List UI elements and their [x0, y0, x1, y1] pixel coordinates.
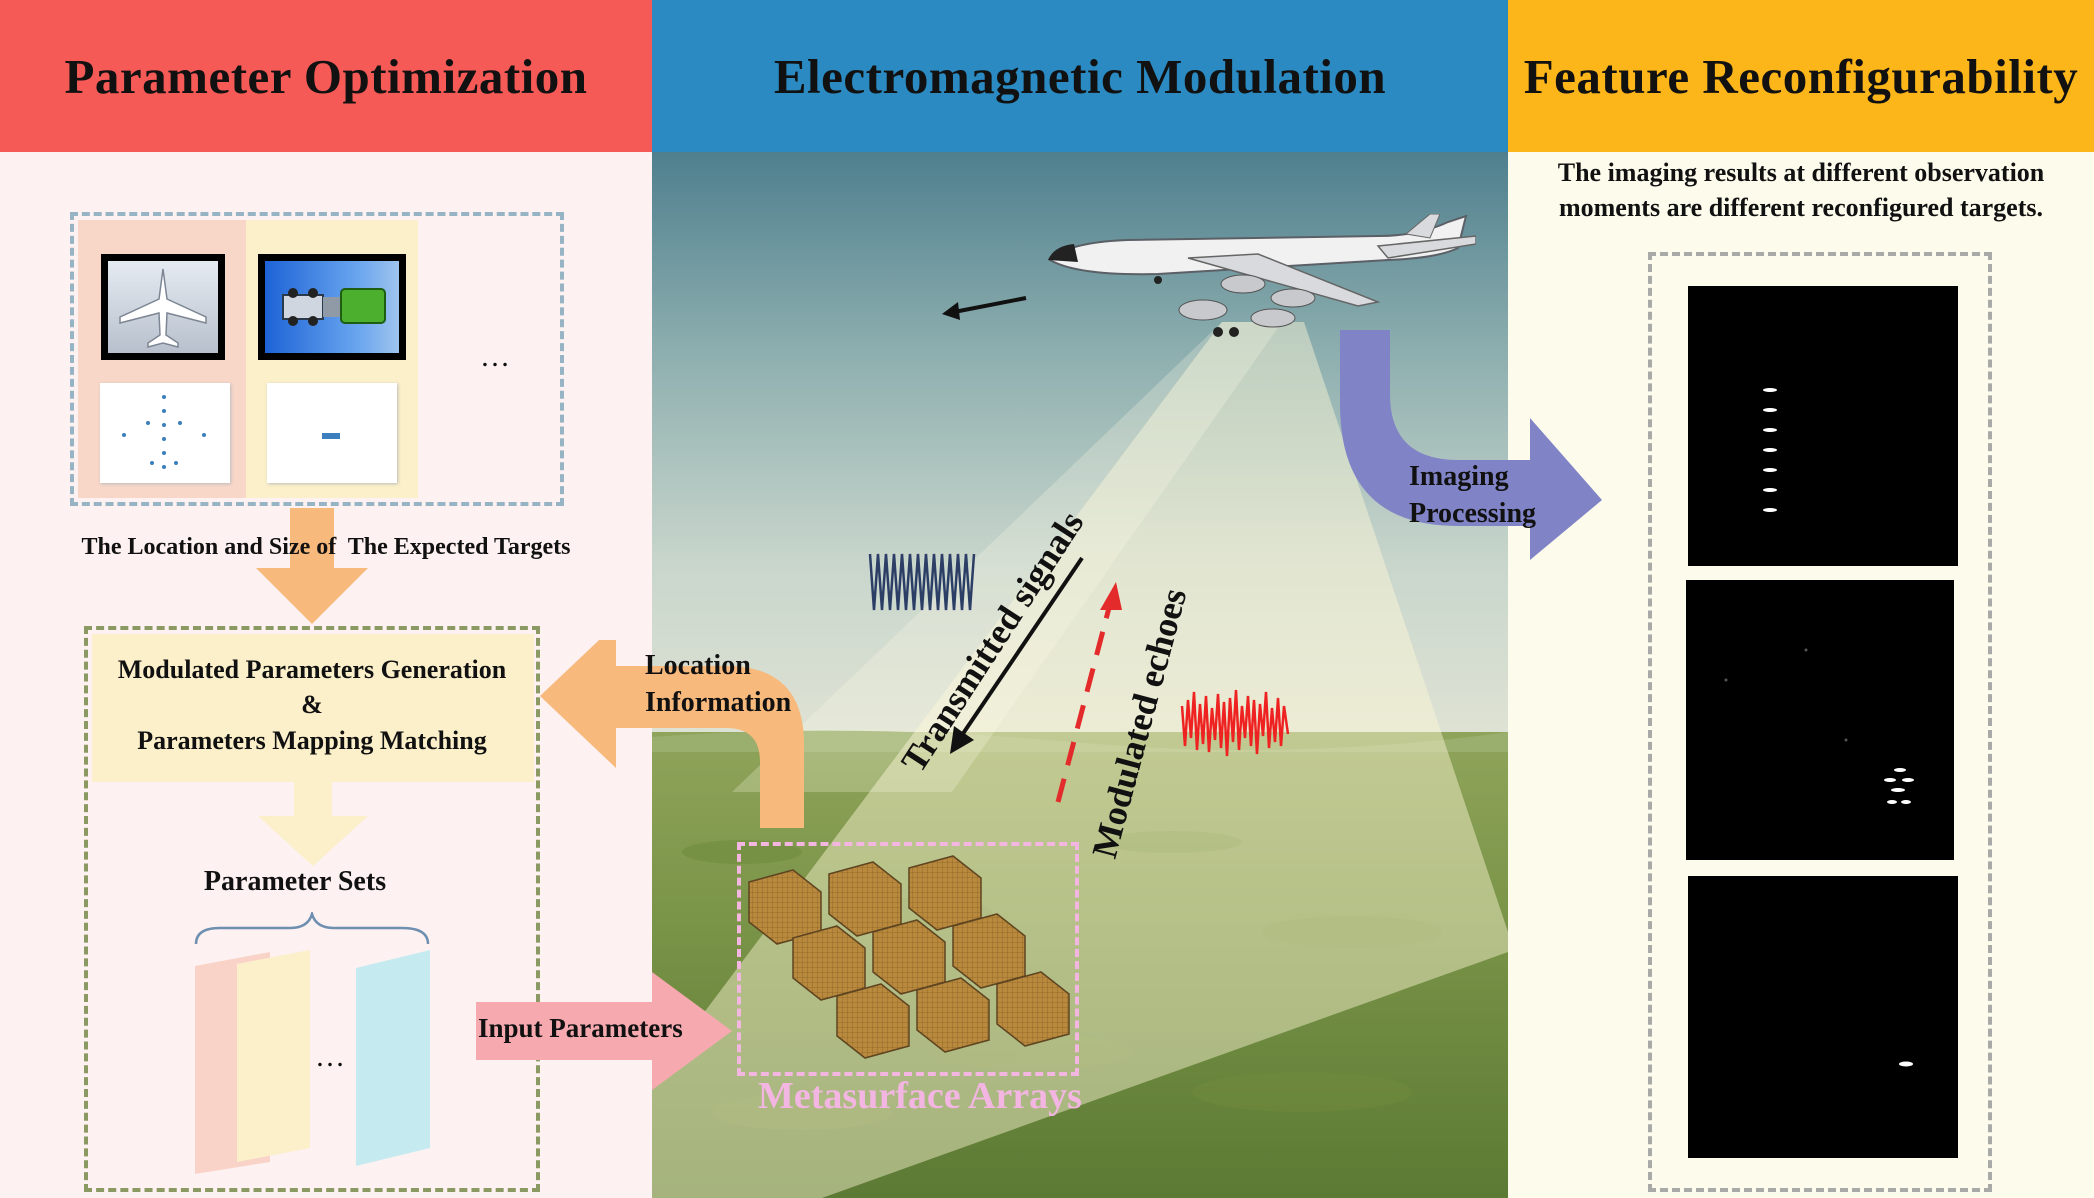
modulated-echoes-text: Modulated echoes — [1084, 584, 1194, 862]
imaging-result-panel-2 — [1686, 580, 1954, 860]
metasurface-box — [737, 842, 1079, 1076]
location-info-line-2: Information — [645, 687, 792, 718]
scatter-bar-icon — [322, 433, 340, 439]
imaging-line-1: Imaging — [1409, 461, 1509, 492]
input-parameters-label: Input Parameters — [478, 1013, 683, 1043]
location-info-line-1: Location — [645, 650, 751, 681]
echo-waveform — [1180, 689, 1290, 757]
vehicle-icon — [282, 288, 386, 326]
modulated-echoes-arrow — [1055, 582, 1122, 803]
vehicle-scatter-thumbnail — [267, 383, 397, 483]
airplane-illustration — [1048, 214, 1476, 337]
airplane-target-thumbnail — [101, 254, 225, 360]
header-feature-reconfigurability: Feature Reconfigurability — [1508, 0, 2094, 152]
imaging-result-panel-3 — [1688, 876, 1958, 1158]
input-parameters-arrow — [476, 972, 732, 1090]
parameter-sets-graphic — [194, 912, 430, 1174]
modulated-echoes-label: Modulated echoes — [1084, 584, 1194, 862]
metasurface-label: Metasurface Arrays — [758, 1075, 1082, 1117]
header-parameter-optimization: Parameter Optimization — [0, 0, 652, 152]
generation-highlight — [92, 634, 534, 782]
imaging-caption-line-1: The imaging results at different observa… — [1557, 158, 2045, 187]
generation-line-3: Parameters Mapping Matching — [137, 726, 487, 755]
generation-line-1: Modulated Parameters Generation — [117, 655, 507, 684]
imaging-line-2: Processing — [1409, 498, 1537, 529]
targets-ellipsis: … — [480, 340, 510, 373]
transmitted-waveform — [868, 553, 976, 611]
header-electromagnetic-modulation: Electromagnetic Modulation — [652, 0, 1508, 152]
imaging-result-2-points — [1724, 648, 1914, 804]
scatter-points-icon — [122, 395, 206, 469]
flight-direction-arrow — [942, 296, 1027, 320]
radar-beam — [652, 322, 1508, 1198]
airplane-icon — [119, 268, 207, 348]
imaging-caption-line-2: moments are different reconfigured targe… — [1558, 193, 2043, 222]
imaging-result-1-points — [1763, 388, 1777, 512]
down-arrow-targets — [256, 508, 368, 624]
imaging-result-panel-1 — [1688, 286, 1958, 566]
vehicle-target-thumbnail — [258, 254, 406, 360]
down-arrow-generation — [258, 782, 368, 866]
parameter-sets-ellipsis: … — [315, 1040, 345, 1073]
imaging-processing-arrow — [1340, 330, 1602, 560]
targets-caption: The Location and Size of The Expected Ta… — [81, 534, 571, 560]
imaging-results-box — [1648, 252, 1992, 1192]
metasurface-cells — [748, 855, 1070, 1059]
expected-targets-box — [70, 212, 564, 506]
airplane-scatter-thumbnail — [100, 383, 230, 483]
parameter-generation-box — [84, 626, 540, 1192]
parameter-sets-label: Parameter Sets — [203, 866, 387, 897]
generation-line-2: & — [301, 690, 323, 719]
transmitted-signals-arrow — [950, 556, 1084, 754]
location-information-arrow — [540, 640, 804, 828]
imaging-result-3-points — [1899, 1061, 1913, 1067]
transmitted-signals-label: Transmitted signals — [893, 504, 1091, 779]
